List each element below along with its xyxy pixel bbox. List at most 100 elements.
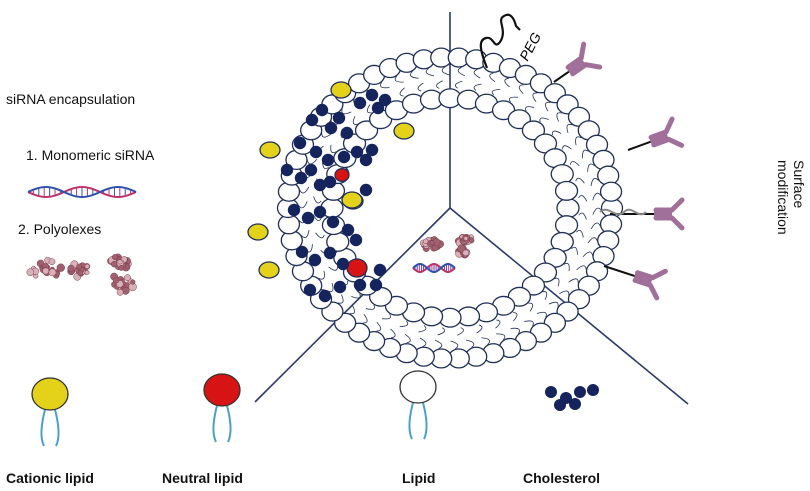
surface-modification-label-wrap: Surface modification [785,160,810,360]
lipid-tail [380,82,389,88]
lipid-tail [307,159,317,164]
legend-cholesterol-molecule [545,386,557,398]
lipid-tail [395,76,404,82]
cationic-lipid [248,224,268,240]
lipid-tail [420,338,426,347]
lipid-tail [540,118,549,122]
cholesterol-molecule [309,254,321,266]
lipid-tail [490,73,495,82]
lipid-tail [351,294,360,298]
lipid-tail [457,328,463,336]
polyplex-particle [125,264,130,269]
lipid-tail [537,312,546,317]
lipid-tail [442,67,449,75]
lipid-tail [545,102,550,111]
polyplex-particle [118,260,122,264]
cationic-lipid [260,142,280,158]
polyplex-particle [49,259,55,265]
polyplex-particle [85,264,90,269]
cholesterol-molecule [360,184,372,196]
liposome-membrane [248,48,623,368]
legend-cholesterol-molecule [574,386,586,398]
lipid-tail [511,328,520,334]
lipid-head-inner [556,181,578,200]
polyplex-particle [117,289,123,295]
cholesterol-molecule [341,127,353,139]
polyplex-particle [78,271,83,276]
lipid-tail [474,69,480,78]
lipid-tail [557,113,562,122]
cholesterol-molecule [302,212,314,224]
polyplex-particle [112,254,117,259]
cholesterol-molecule [337,258,349,270]
cholesterol-molecule [316,104,328,116]
lipid-tail [505,78,510,87]
cholesterol-molecule [296,246,308,258]
cholesterol-molecule [314,206,326,218]
inner-sirna-icon [413,264,455,272]
polyplex-particle [464,236,468,240]
cationic-lipid [394,123,414,139]
polyplex-particle [423,239,428,244]
cholesterol-molecule [334,281,346,293]
lipid-tail [554,278,559,286]
polyolexes-label: 2. Polyolexes [18,221,101,237]
lipid-tail [591,223,600,229]
lipid-tail [299,201,308,208]
cholesterol-molecule [322,154,334,166]
cationic-lipid [259,262,279,278]
lipid-tail [588,238,597,243]
lipid-icon [32,378,68,446]
cationic-lipid [331,82,351,98]
lipid-tail [438,328,445,335]
lipid-head-outer [601,182,622,201]
lipid-tail [571,247,577,254]
cholesterol-molecule [327,216,339,228]
cholesterol-molecule [370,279,382,291]
lipid-head-inner [557,199,579,218]
lipid-head-inner [551,165,573,184]
lipid-tail [466,340,474,347]
lipid-tail [577,266,587,270]
cholesterol-molecule [325,122,337,134]
cholesterol-molecule [324,247,336,259]
cholesterol-molecule [304,284,316,296]
lipid-tail [492,89,500,95]
lipid-tail [435,340,442,348]
polyplex-particle [463,250,469,256]
legend-neutral-lipid: Neutral lipid [162,470,243,486]
lipid-tail [549,302,558,307]
lipid-tail [328,283,333,292]
cholesterol-molecule [319,290,331,302]
lipid-tail [509,97,517,102]
polyplex-particle [430,240,435,245]
polyplex-particle [131,280,136,285]
lipid-tail [564,263,569,271]
lipid-tail [579,195,587,201]
lipid-tail [426,69,434,76]
lipid-tail [316,233,325,238]
lipid-tail [331,145,336,153]
polyplex-particle [49,269,56,276]
lipid-tail [588,164,595,172]
cholesterol-molecule [372,102,384,114]
legend-cholesterol-molecule [569,398,581,410]
lipid-tail [405,334,410,343]
lipid-tail [410,72,418,79]
lipid-tail [418,326,426,332]
polyplex-particle [124,274,130,280]
legend-cholesterol-molecule [587,384,599,396]
legend-cholesterol: Cholesterol [523,470,600,486]
lipid-tail [583,150,589,158]
polyplex-particle [77,264,82,269]
lipid-tail [583,252,593,257]
cholesterol-molecule [288,204,300,216]
polyplex-icon [27,254,137,296]
lipid-tail [418,83,423,91]
lipid-tail [528,303,532,311]
sirna-encapsulation-heading: siRNA encapsulation [6,91,135,107]
lipid-tail [495,320,500,328]
lipid-tail [338,295,343,304]
peg-label: PEG [516,30,544,64]
cholesterol-molecule [366,144,378,156]
